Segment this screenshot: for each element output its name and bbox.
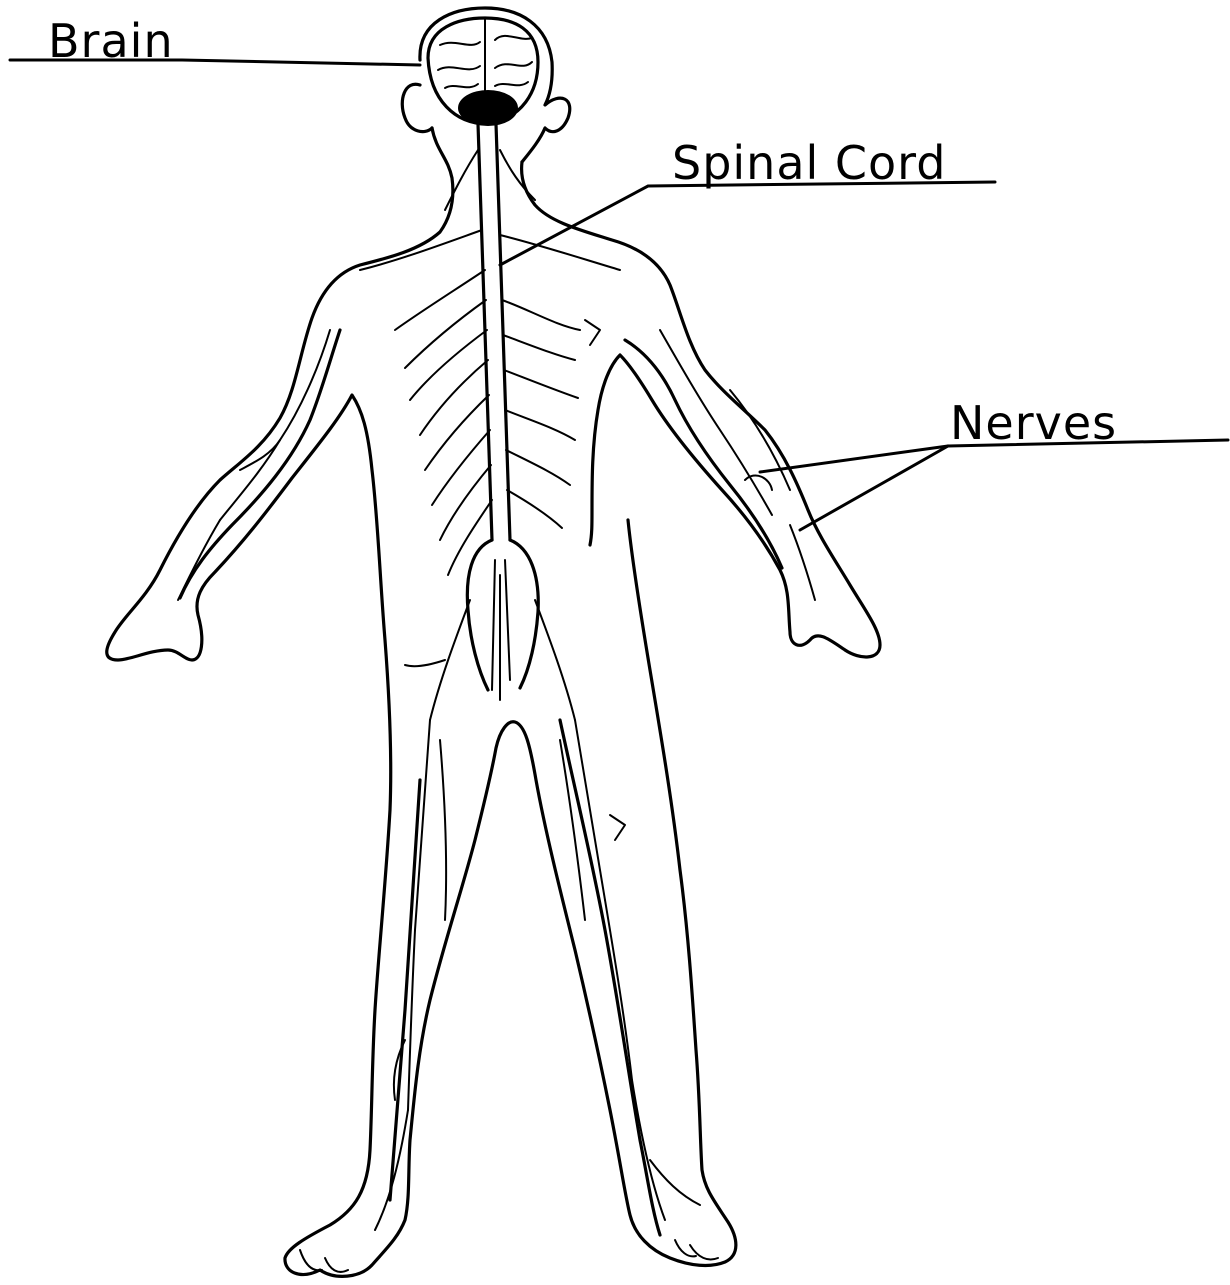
spinal-cord <box>467 124 538 700</box>
left-ear-outline <box>402 84 432 131</box>
leader-lines <box>10 60 1228 530</box>
left-body-outline <box>107 128 736 1276</box>
nerves-leader-branch-1 <box>760 446 948 472</box>
spinal-cord-leader <box>500 182 995 265</box>
spinal-cord-label: Spinal Cord <box>672 140 947 186</box>
nerves-label: Nerves <box>950 400 1117 446</box>
brain-label: Brain <box>48 18 174 64</box>
nerves-leader-branch-2 <box>800 446 948 530</box>
nerve-branches <box>178 150 815 1230</box>
brainstem <box>458 90 518 126</box>
right-body-outline <box>522 162 880 657</box>
right-inner-leg <box>560 720 660 1235</box>
left-foot-toes <box>300 1250 348 1272</box>
right-foot-toes <box>675 1240 718 1259</box>
left-inner-leg <box>390 780 420 1200</box>
